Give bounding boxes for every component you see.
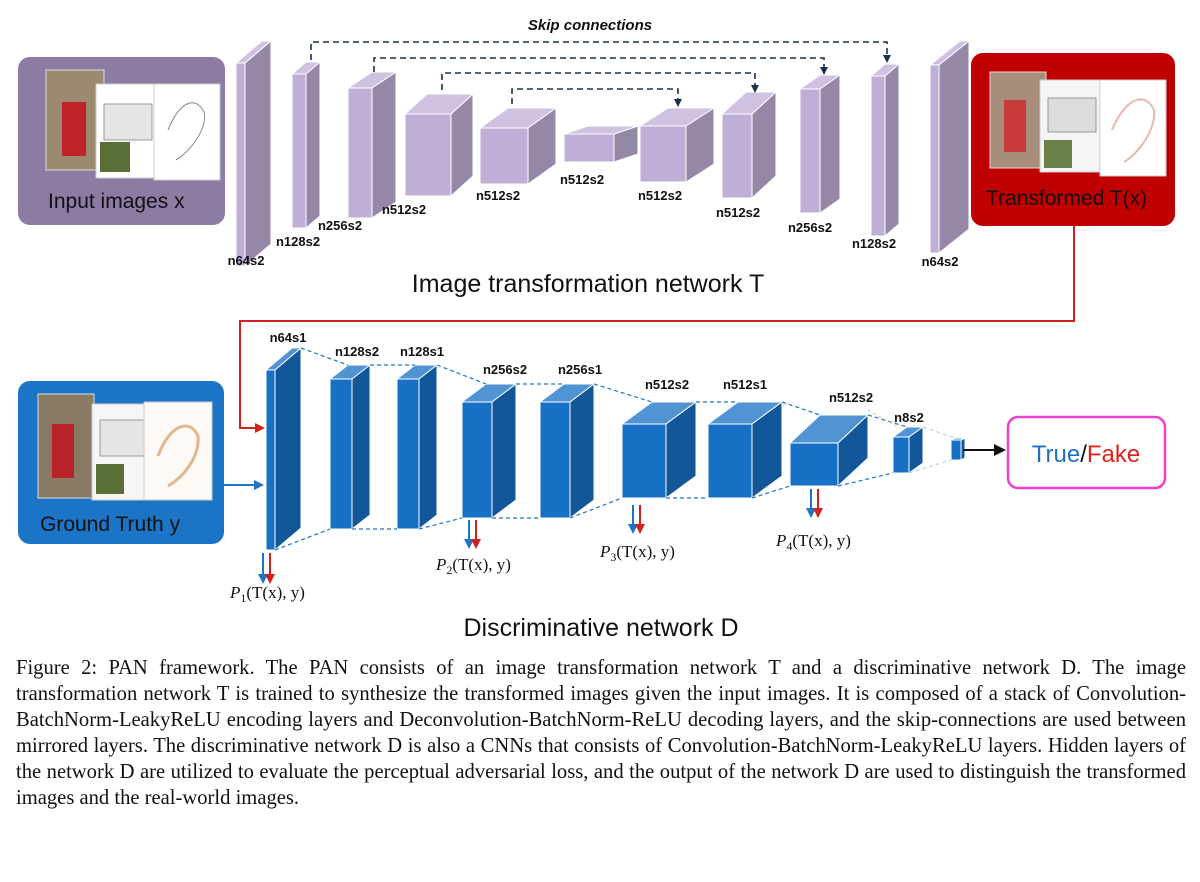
transform-network-title: Image transformation network T	[412, 270, 764, 298]
layer-guide-top	[781, 401, 821, 416]
skip-connections	[310, 41, 891, 107]
discriminator-layer-4	[460, 383, 518, 519]
discriminator-layer-label: n128s1	[400, 344, 444, 359]
output-fake-label: Fake	[1087, 441, 1140, 468]
transform-layer-1	[234, 39, 273, 268]
discriminative-network-title: Discriminative network D	[463, 614, 738, 642]
transform-layer-7	[638, 107, 716, 183]
input-images-label: Input images x	[48, 190, 185, 213]
transform-layer-label: n64s2	[922, 254, 959, 269]
transform-layer-label: n256s2	[788, 220, 832, 235]
transformed-label: Transformed T(x)	[986, 187, 1147, 210]
transform-layer-label: n256s2	[318, 218, 362, 233]
layer-guide-bottom	[837, 472, 894, 487]
perceptual-loss-label: P1(T(x), y)	[229, 583, 305, 605]
transform-layer-label: n512s2	[638, 188, 682, 203]
transform-layer-8	[720, 90, 778, 200]
transformed-to-discriminator-arrow	[239, 226, 1075, 433]
transform-layer-label: n64s2	[228, 253, 265, 268]
layer-guide-top	[593, 383, 653, 403]
discriminator-layer-1	[264, 346, 303, 552]
discriminator-layer-label: n256s1	[558, 362, 602, 377]
transform-layer-label: n512s2	[716, 205, 760, 220]
discriminator-layer-label: n512s2	[829, 390, 873, 405]
transform-layer-2	[290, 60, 322, 230]
layer-guide-top	[867, 409, 901, 429]
transform-layer-label: n128s2	[852, 236, 896, 251]
ground-truth-label: Ground Truth y	[40, 513, 181, 536]
discriminator-layer-label: n256s2	[483, 362, 527, 377]
discriminator-layer-label: n512s2	[645, 377, 689, 392]
transformed-image-thumbnails	[989, 71, 1167, 177]
transform-layer-label: n512s2	[382, 202, 426, 217]
figure-caption: Figure 2: PAN framework. The PAN consist…	[16, 657, 1186, 809]
perceptual-loss-label: P2(T(x), y)	[435, 555, 511, 577]
skip-connections-label: Skip connections	[528, 17, 652, 34]
discriminator-layer-10	[950, 437, 966, 461]
transform-layers: n64s2n128s2n256s2n512s2n512s2n512s2n512s…	[228, 39, 971, 269]
discriminator-layer-7	[706, 401, 784, 499]
discriminator-layer-9	[891, 426, 925, 474]
skip-connection-1	[310, 41, 891, 63]
transform-layer-5	[478, 107, 558, 185]
transform-layer-label: n512s2	[476, 188, 520, 203]
discriminator-layer-2	[328, 363, 372, 531]
transform-layer-9	[798, 74, 842, 214]
discriminator-layer-label: n8s2	[894, 410, 924, 425]
discriminator-layer-5	[538, 383, 596, 519]
layer-guide-top	[300, 347, 349, 366]
perceptual-loss-label: P4(T(x), y)	[775, 531, 851, 553]
input-image-thumbnails	[45, 69, 221, 181]
transform-layer-6	[563, 125, 639, 163]
transform-layer-11	[928, 39, 971, 255]
ground-truth-thumbnails	[37, 393, 213, 501]
layer-guide-bottom	[418, 517, 463, 530]
transform-layer-10	[869, 62, 901, 238]
svg-text:True/Fake: True/Fake	[1032, 441, 1141, 468]
transform-layer-label: n128s2	[276, 234, 320, 249]
discriminator-layer-label: n64s1	[270, 330, 307, 345]
layer-guide-bottom	[569, 497, 623, 519]
discriminator-layer-3	[395, 363, 439, 531]
layer-guide-bottom	[274, 528, 331, 551]
layer-guide-top	[922, 426, 956, 439]
perceptual-loss-label: P3(T(x), y)	[599, 542, 675, 564]
skip-connection-2	[373, 57, 828, 75]
transform-layer-3	[346, 71, 398, 219]
perceptual-losses: P1(T(x), y) P2(T(x), y) P3(T(x), y) P4(T(x)…	[229, 489, 851, 605]
true-fake-output: True/Fake	[1006, 415, 1167, 490]
output-separator: /	[1080, 441, 1087, 468]
discriminator-layer-8	[788, 413, 870, 488]
discriminator-layer-6	[620, 401, 698, 499]
ground-truth-box: Ground Truth y	[18, 381, 224, 544]
transform-layer-label: n512s2	[560, 172, 604, 187]
discriminator-layer-label: n512s1	[723, 377, 767, 392]
output-true-label: True	[1032, 441, 1080, 468]
input-images-box: Input images x	[18, 57, 225, 225]
discriminator-layer-label: n128s2	[335, 344, 379, 359]
transform-layer-4	[403, 92, 475, 198]
layer-guide-bottom	[908, 459, 952, 474]
skip-connection-3	[441, 72, 759, 93]
transformed-output-box: Transformed T(x)	[971, 53, 1175, 226]
skip-connection-4	[511, 88, 682, 107]
discriminator-layers: n64s1 n128s2 n128s1 n256s2 n256s1 n512s2 n512s…	[264, 330, 966, 552]
layer-guide-top	[436, 364, 487, 385]
